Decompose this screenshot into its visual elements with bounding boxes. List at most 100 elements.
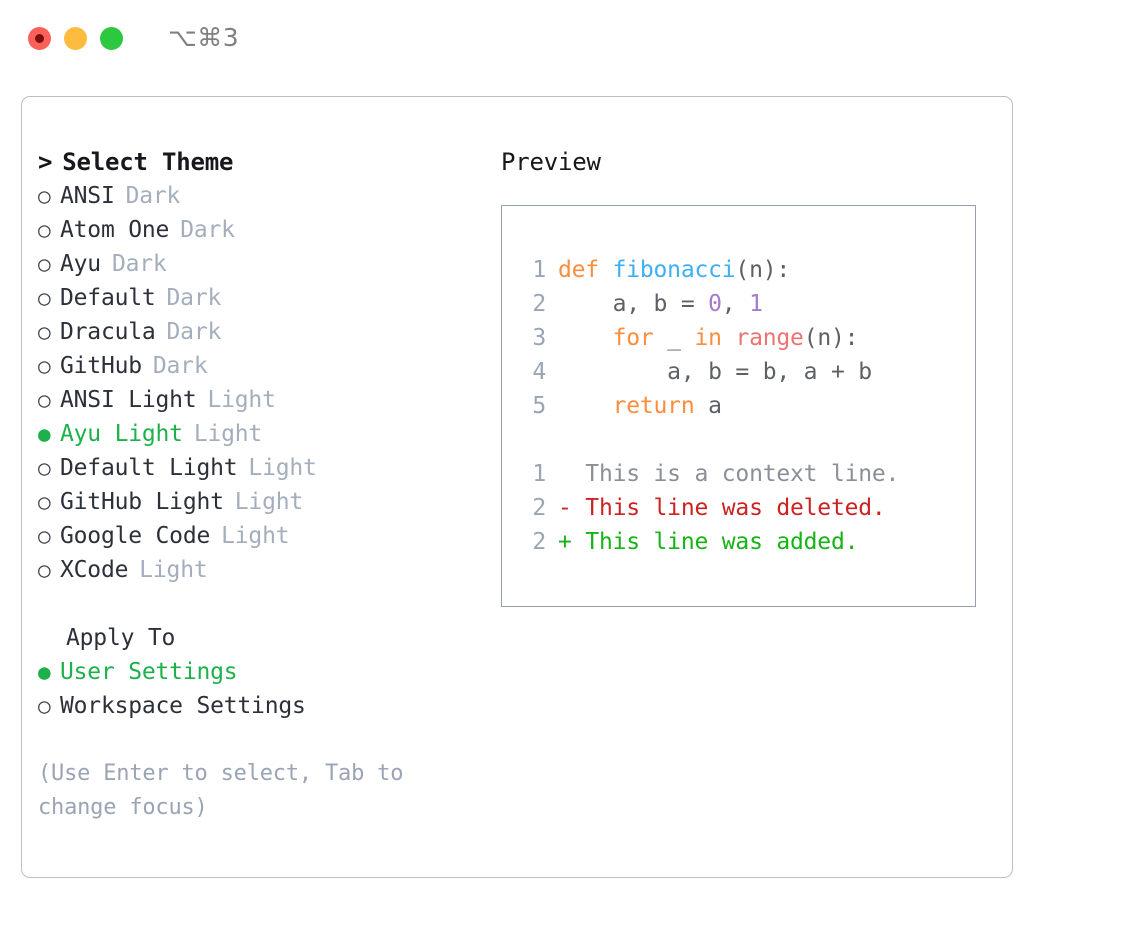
code-token: a, b = b, a + b	[558, 359, 872, 385]
code-token	[722, 325, 736, 351]
theme-name: Dracula	[60, 319, 156, 345]
line-number: 5	[532, 393, 546, 419]
radio-unselected-icon[interactable]: ○	[38, 286, 51, 310]
theme-option-ayu[interactable]: ○ Ayu Dark	[38, 247, 488, 281]
radio-unselected-icon[interactable]: ○	[38, 524, 51, 548]
theme-option-github[interactable]: ○ GitHub Dark	[38, 349, 488, 383]
theme-variant-tag: Light	[193, 421, 263, 447]
radio-unselected-icon[interactable]: ○	[38, 490, 51, 514]
apply-to-option-user-settings[interactable]: ● User Settings	[38, 655, 488, 689]
theme-variant-tag: Dark	[111, 251, 167, 277]
apply-to-option-workspace-settings[interactable]: ○ Workspace Settings	[38, 689, 488, 723]
traffic-light-buttons	[28, 27, 123, 50]
diff-marker: +	[558, 529, 572, 555]
code-token: fibonacci	[612, 257, 736, 283]
line-number: 4	[532, 359, 546, 385]
radio-unselected-icon[interactable]: ○	[38, 354, 51, 378]
apply-to-list: ● User Settings ○ Workspace Settings	[38, 655, 488, 723]
code-token: in	[694, 325, 722, 351]
preview-heading: Preview	[501, 148, 601, 176]
theme-variant-tag: Light	[221, 523, 290, 549]
theme-option-default[interactable]: ○ Default Dark	[38, 281, 488, 315]
code-token: ,	[721, 291, 750, 317]
close-button[interactable]	[28, 27, 51, 50]
caret-icon: >	[38, 148, 53, 176]
theme-name: Google Code	[60, 523, 211, 549]
theme-name: ANSI	[60, 183, 115, 209]
radio-unselected-icon[interactable]: ○	[38, 456, 51, 480]
line-number: 3	[532, 325, 546, 351]
code-spacer	[520, 423, 899, 457]
radio-unselected-icon[interactable]: ○	[38, 218, 51, 242]
line-number: 1	[532, 257, 546, 283]
line-number: 2	[532, 495, 546, 521]
theme-option-xcode[interactable]: ○ XCode Light	[38, 553, 488, 587]
diff-text: This line was deleted.	[571, 495, 886, 521]
diff-line: 1 This is a context line.	[520, 457, 899, 491]
diff-text: This line was added.	[571, 529, 859, 555]
theme-variant-tag: Light	[234, 489, 304, 515]
code-token: for	[612, 325, 654, 351]
radio-unselected-icon[interactable]: ○	[38, 388, 51, 412]
radio-unselected-icon[interactable]: ○	[38, 184, 51, 208]
theme-option-ansi-light[interactable]: ○ ANSI Light Light	[38, 383, 488, 417]
spacer	[38, 587, 488, 621]
code-token: (n):	[803, 325, 859, 351]
minimize-button[interactable]	[64, 27, 87, 50]
theme-variant-tag: Dark	[166, 285, 222, 311]
apply-to-label: Workspace Settings	[60, 693, 306, 719]
diff-line: 2+ This line was added.	[520, 525, 899, 559]
title-bar: ⌥⌘3	[0, 0, 1140, 76]
code-token: return	[612, 393, 695, 419]
diff-text: This is a context line.	[571, 461, 900, 487]
diff-marker: -	[558, 495, 572, 521]
diff-line: 2- This line was deleted.	[520, 491, 899, 525]
theme-variant-tag: Light	[139, 557, 208, 583]
code-token	[558, 325, 613, 351]
theme-variant-tag: Light	[207, 387, 276, 413]
theme-name: Default	[60, 285, 156, 311]
code-line: 5 return a	[520, 389, 899, 423]
select-theme-label: Select Theme	[62, 148, 234, 176]
theme-name: XCode	[60, 557, 129, 583]
code-line: 4 a, b = b, a + b	[520, 355, 899, 389]
radio-unselected-icon[interactable]: ○	[38, 252, 51, 276]
theme-name: Ayu	[60, 251, 101, 277]
theme-option-google-code[interactable]: ○ Google Code Light	[38, 519, 488, 553]
code-token: 0	[708, 291, 722, 317]
radio-unselected-icon[interactable]: ○	[38, 558, 51, 582]
code-token	[558, 393, 613, 419]
theme-name: GitHub	[60, 353, 142, 379]
theme-variant-tag: Dark	[152, 353, 208, 379]
code-token: def	[558, 257, 613, 283]
maximize-button[interactable]	[100, 27, 123, 50]
code-line: 3 for _ in range(n):	[520, 321, 899, 355]
radio-unselected-icon[interactable]: ○	[38, 694, 51, 718]
window-title: ⌥⌘3	[168, 23, 240, 52]
apply-to-label: User Settings	[60, 659, 238, 685]
radio-unselected-icon[interactable]: ○	[38, 320, 51, 344]
theme-name: ANSI Light	[60, 387, 197, 413]
radio-selected-icon[interactable]: ●	[38, 422, 51, 446]
theme-option-github-light[interactable]: ○ GitHub Light Light	[38, 485, 488, 519]
theme-name: GitHub Light	[60, 489, 224, 515]
select-theme-heading: > Select Theme	[38, 145, 488, 179]
code-line: 2 a, b = 0, 1	[520, 287, 899, 321]
line-number: 2	[532, 291, 546, 317]
code-token: _	[653, 325, 695, 351]
theme-variant-tag: Dark	[180, 217, 235, 243]
radio-selected-icon[interactable]: ●	[38, 660, 51, 684]
